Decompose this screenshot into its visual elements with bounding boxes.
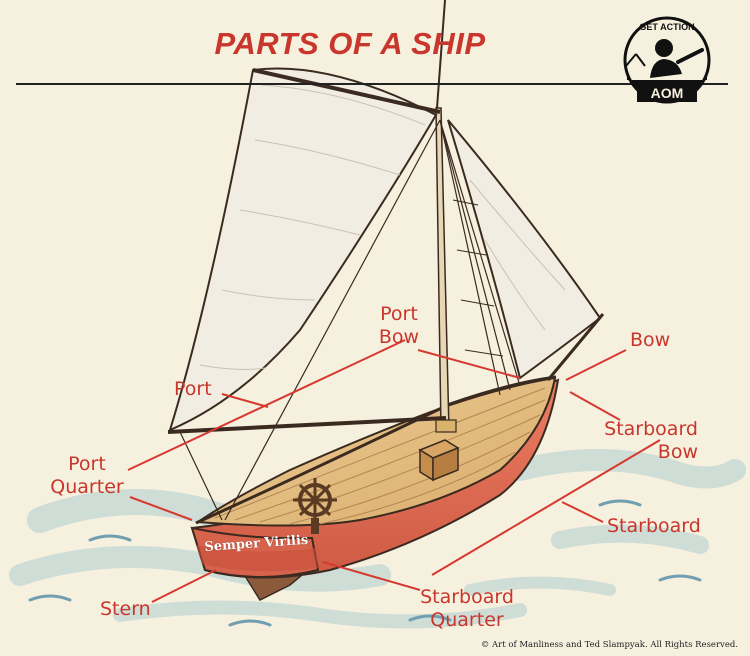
leader-starboard-quarter-upper [431, 439, 661, 576]
copyright-credit: © Art of Manliness and Ted Slampyak. All… [480, 640, 738, 650]
label-port-quarter: Port Quarter [50, 453, 124, 498]
leader-starboard-bow [569, 391, 621, 421]
main-sail [168, 67, 438, 432]
label-bow: Bow [630, 329, 671, 351]
crate [418, 439, 460, 482]
leader-port-quarter [127, 339, 406, 471]
main-sail-seams [199, 84, 426, 370]
leader-port-quarter-lower [129, 496, 193, 521]
label-stern: Stern [100, 598, 151, 620]
label-starboard-quarter: Starboard Quarter [420, 586, 514, 631]
leader-bow [565, 349, 627, 381]
logo-top-text: GET ACTION [639, 22, 694, 32]
bowsprit [546, 313, 605, 381]
page-title: PARTS OF A SHIP [214, 26, 486, 61]
jib-seams [469, 179, 566, 331]
jib-sail [447, 119, 602, 380]
label-port-bow: Port Bow [378, 303, 420, 348]
ship-wheel-icon [293, 478, 337, 534]
label-starboard: Starboard [607, 515, 701, 537]
gaff [252, 68, 441, 114]
leader-stern [151, 569, 217, 603]
rigging [179, 119, 521, 521]
title-rule [16, 83, 728, 85]
leader-port-bow [417, 349, 521, 379]
aom-logo: GET ACTION AOM [623, 16, 711, 104]
logo-bottom-text: AOM [651, 85, 684, 101]
nameplate-band [196, 545, 318, 572]
label-starboard-bow: Starboard Bow [604, 418, 698, 463]
topmast [436, 0, 446, 109]
leader-starboard [561, 501, 604, 523]
leader-port [221, 393, 269, 408]
label-port: Port [174, 378, 212, 400]
leader-starboard-quarter [322, 561, 421, 591]
man-with-sword-icon [625, 39, 704, 78]
